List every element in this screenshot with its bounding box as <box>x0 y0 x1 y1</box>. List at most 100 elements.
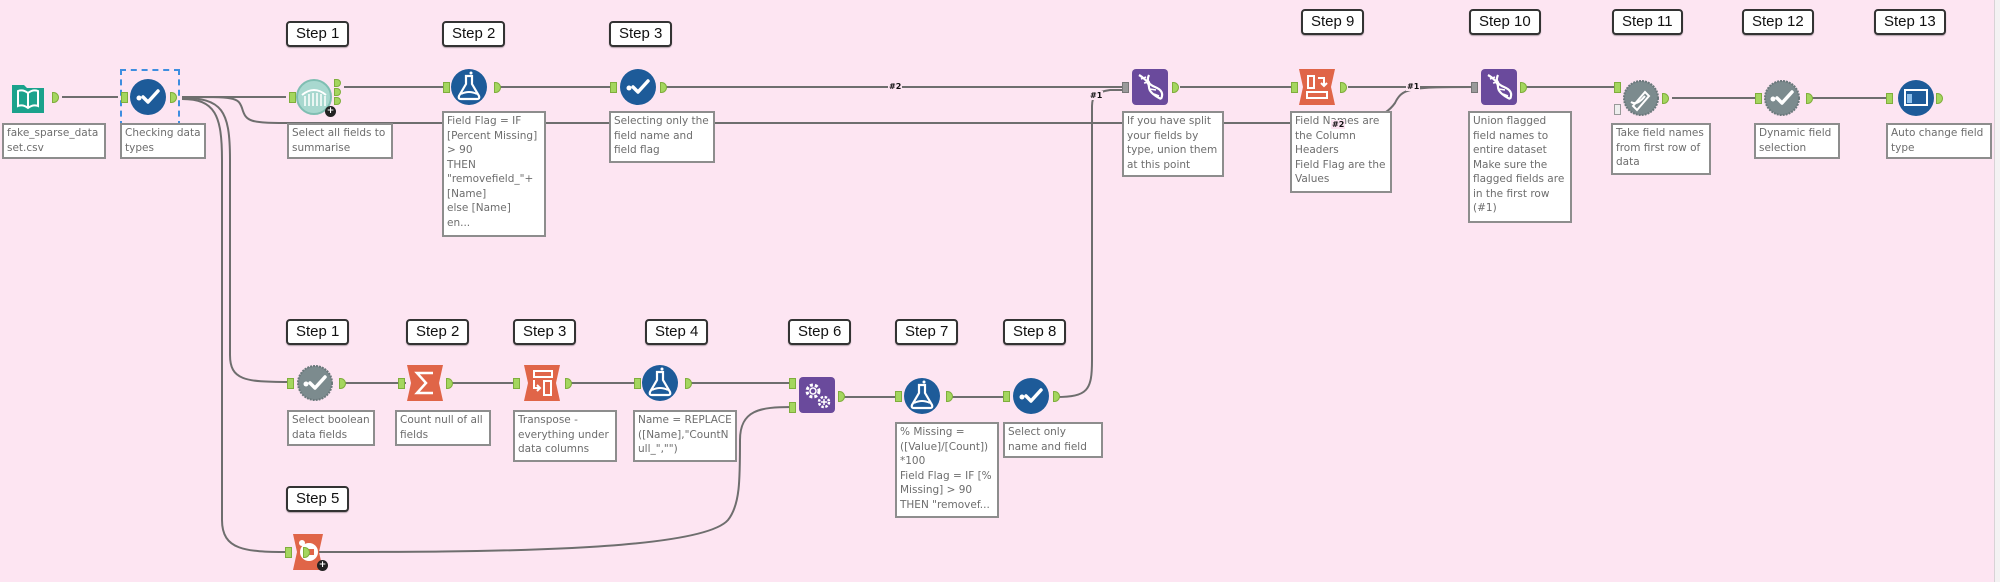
input-anchor[interactable] <box>1471 82 1478 93</box>
output-anchor[interactable] <box>303 547 310 558</box>
book-icon <box>12 85 44 113</box>
field-summary-icon <box>296 79 332 115</box>
step-label: Step 2 <box>406 319 470 345</box>
input-anchor[interactable] <box>1886 93 1893 104</box>
union-dna-icon <box>1481 69 1517 105</box>
tool-annotation: Transpose - everything under data column… <box>513 410 617 462</box>
step-label: Step 3 <box>513 319 577 345</box>
transpose-tool[interactable] <box>524 365 560 401</box>
input-anchor[interactable] <box>895 391 902 402</box>
input-anchor[interactable] <box>287 378 294 389</box>
auto-field-tool[interactable] <box>1898 80 1934 116</box>
input-anchor[interactable] <box>1003 391 1010 402</box>
crosstab-tool[interactable] <box>1299 69 1335 105</box>
step-label: Step 12 <box>1742 9 1814 35</box>
canvas-right-edge <box>1994 0 2000 582</box>
output-anchor[interactable] <box>1053 391 1060 402</box>
tool-annotation: Select all fields to summarise <box>287 123 393 159</box>
wire-check-to-count-records <box>181 98 289 553</box>
input-anchor[interactable] <box>121 92 128 103</box>
step-label: Step 6 <box>788 319 852 345</box>
output-anchor[interactable] <box>1936 93 1943 104</box>
dynamic-select-tool[interactable] <box>1764 80 1800 116</box>
tool-annotation: If you have split your fields by type, u… <box>1122 111 1224 177</box>
input-anchor-l[interactable] <box>1614 104 1621 115</box>
summarize-tool[interactable] <box>407 365 443 401</box>
wire-check-to-bottom-select <box>181 97 289 383</box>
output-anchor[interactable] <box>1806 93 1813 104</box>
tool-annotation: fake_sparse_dataset.csv <box>2 123 106 159</box>
input-anchor[interactable] <box>289 92 296 103</box>
dynamic-select-icon <box>1764 80 1800 116</box>
input-anchor[interactable] <box>1755 93 1762 104</box>
input-anchor[interactable] <box>443 82 450 93</box>
output-anchor[interactable] <box>838 391 845 402</box>
output-anchor[interactable] <box>494 82 501 93</box>
output-anchor[interactable] <box>1520 82 1527 93</box>
connection-tag: #2 <box>888 82 903 91</box>
step-label: Step 8 <box>1003 319 1067 345</box>
output-anchor[interactable] <box>339 378 346 389</box>
formula-tool-field-flag[interactable] <box>451 69 487 105</box>
field-summary-tool[interactable] <box>296 79 332 115</box>
append-gears-icon <box>799 377 835 413</box>
tool-annotation: Checking data types <box>120 123 206 159</box>
input-anchor-source[interactable] <box>789 402 796 413</box>
output-anchor-s[interactable] <box>334 88 341 96</box>
output-anchor[interactable] <box>170 92 177 103</box>
formula-tool-replace[interactable] <box>642 365 678 401</box>
step-label: Step 5 <box>286 486 350 512</box>
input-anchor[interactable] <box>513 378 520 389</box>
tool-annotation: Union flagged field names to entire data… <box>1468 111 1572 223</box>
append-fields-tool[interactable] <box>799 377 835 413</box>
output-anchor[interactable] <box>946 391 953 402</box>
formula-tool-missing[interactable] <box>904 378 940 414</box>
output-anchor-i[interactable] <box>334 97 341 105</box>
crosstab-icon <box>1299 69 1335 105</box>
select-tool-name-flag[interactable] <box>620 69 656 105</box>
formula-flask-icon <box>904 378 940 414</box>
output-anchor[interactable] <box>1340 82 1347 93</box>
input-data-tool[interactable] <box>10 79 46 115</box>
auto-field-icon <box>1898 80 1934 116</box>
tool-annotation: Name = REPLACE ([Name],"CountNull_","") <box>633 410 737 462</box>
step-label: Step 3 <box>609 21 673 47</box>
step-label: Step 9 <box>1301 9 1365 35</box>
step-label: Step 2 <box>442 21 506 47</box>
output-anchor[interactable] <box>565 378 572 389</box>
output-anchor-d[interactable] <box>334 79 341 87</box>
union-tool-split-types[interactable] <box>1132 69 1168 105</box>
input-anchor[interactable] <box>285 547 292 558</box>
output-anchor[interactable] <box>1172 82 1179 93</box>
step-label: Step 10 <box>1469 9 1541 35</box>
select-boolean-tool[interactable] <box>297 365 333 401</box>
dynamic-select-icon <box>297 365 333 401</box>
step-label: Step 7 <box>895 319 959 345</box>
dynamic-rename-tool[interactable] <box>1623 80 1659 116</box>
output-anchor[interactable] <box>685 378 692 389</box>
step-label: Step 11 <box>1612 9 1683 35</box>
output-anchor[interactable] <box>52 92 59 103</box>
select-tool-check-types[interactable] <box>130 79 166 115</box>
tool-annotation: Take field names from first row of data <box>1611 123 1711 175</box>
dynamic-rename-icon <box>1623 80 1659 116</box>
connection-tag: #1 <box>1089 91 1104 100</box>
input-anchor[interactable] <box>1291 82 1298 93</box>
tool-annotation: Field Flag = IF [Percent Missing] > 90 T… <box>442 111 546 237</box>
input-anchor[interactable] <box>610 82 617 93</box>
input-anchor[interactable] <box>634 378 641 389</box>
input-anchor-target[interactable] <box>789 378 796 389</box>
output-anchor[interactable] <box>446 378 453 389</box>
input-anchor[interactable] <box>1122 82 1129 93</box>
select-tool-name-flag-bottom[interactable] <box>1013 378 1049 414</box>
tool-annotation: Select only name and field flag <box>1003 422 1103 458</box>
tool-annotation: % Missing = ([Value]/[Count]) *100 Field… <box>895 422 999 518</box>
output-anchor[interactable] <box>660 82 667 93</box>
output-anchor[interactable] <box>1662 93 1669 104</box>
select-check-icon <box>620 69 656 105</box>
union-tool-flagged[interactable] <box>1481 69 1517 105</box>
formula-flask-icon <box>642 365 678 401</box>
input-anchor-r[interactable] <box>1614 82 1621 93</box>
input-anchor[interactable] <box>398 378 405 389</box>
step-label: Step 1 <box>286 319 350 345</box>
